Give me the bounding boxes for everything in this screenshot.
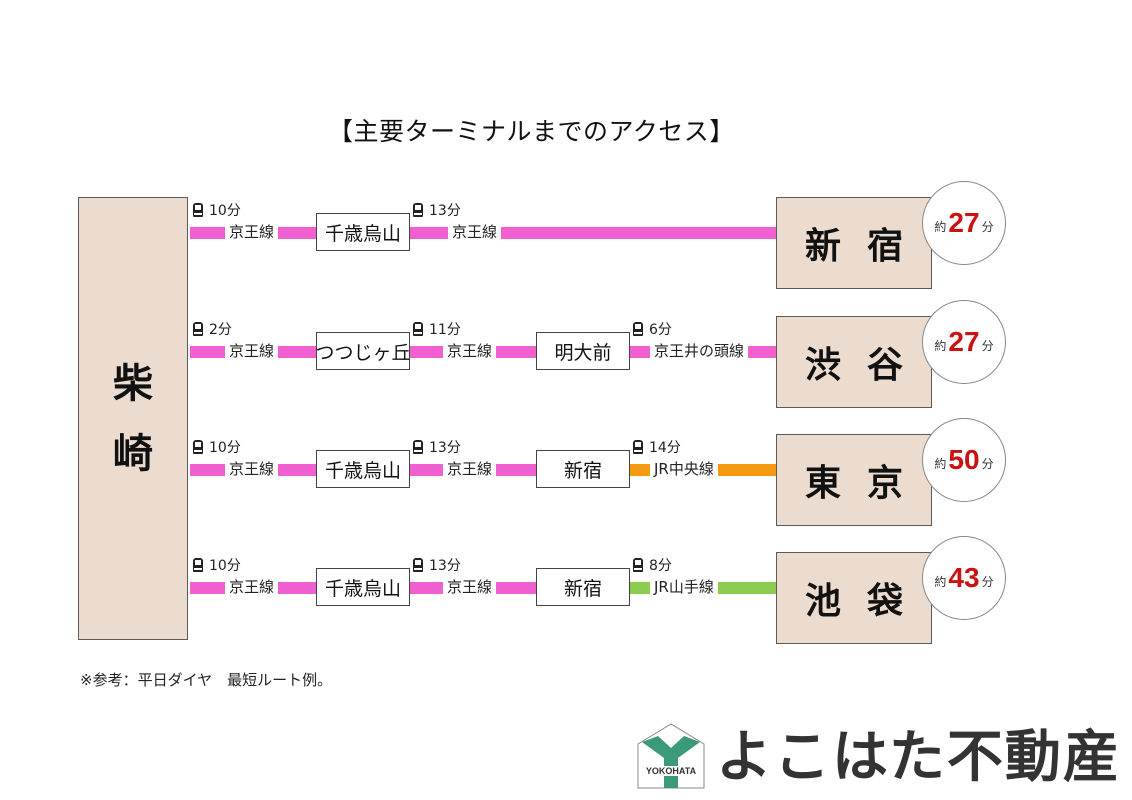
train-icon xyxy=(413,203,423,217)
line-name: 京王線 xyxy=(225,221,279,243)
leg-time-text: 10分 xyxy=(209,558,241,574)
logo-text: YOKOHATA xyxy=(646,766,697,776)
line-name: 京王線 xyxy=(448,221,502,243)
transfer-station: 新宿 xyxy=(536,568,630,606)
yokohata-logo-icon: YOKOHATA xyxy=(637,723,705,789)
leg-time-text: 13分 xyxy=(429,203,461,219)
reference-note: ※参考：平日ダイヤ 最短ルート例。 xyxy=(80,671,333,689)
destination-station: 新宿 xyxy=(776,197,932,289)
total-prefix: 約 xyxy=(934,219,947,234)
origin-station: 柴 崎 xyxy=(78,197,188,640)
line-name: 京王線 xyxy=(225,340,279,362)
total-unit: 分 xyxy=(981,574,994,589)
leg-time: 6分 xyxy=(633,319,672,339)
leg-time-text: 13分 xyxy=(429,440,461,456)
train-icon xyxy=(193,440,203,454)
brand-name: よこはた不動産 xyxy=(716,725,1121,790)
total-unit: 分 xyxy=(981,338,994,353)
leg-time-text: 14分 xyxy=(649,440,681,456)
line-name: 京王線 xyxy=(225,458,279,480)
leg-time-text: 10分 xyxy=(209,203,241,219)
transfer-station: 新宿 xyxy=(536,450,630,488)
train-icon xyxy=(413,558,423,572)
transfer-station: 千歳烏山 xyxy=(316,450,410,488)
line-name: JR中央線 xyxy=(650,458,718,480)
line-name: 京王線 xyxy=(225,576,279,598)
leg-time-text: 6分 xyxy=(649,322,672,338)
rail-segment xyxy=(410,227,776,239)
train-icon xyxy=(193,322,203,336)
transfer-station: 千歳烏山 xyxy=(316,213,410,251)
train-icon xyxy=(193,203,203,217)
train-icon xyxy=(193,558,203,572)
leg-time: 13分 xyxy=(413,200,461,220)
total-prefix: 約 xyxy=(934,574,947,589)
line-name: 京王線 xyxy=(443,340,497,362)
leg-time: 13分 xyxy=(413,555,461,575)
total-minutes: 27 xyxy=(948,207,980,238)
train-icon xyxy=(413,440,423,454)
leg-time-text: 13分 xyxy=(429,558,461,574)
total-minutes: 27 xyxy=(948,326,980,357)
origin-char: 柴 xyxy=(113,360,153,407)
total-minutes: 43 xyxy=(948,562,980,593)
leg-time: 10分 xyxy=(193,437,241,457)
train-icon xyxy=(413,322,423,336)
leg-time-text: 8分 xyxy=(649,558,672,574)
leg-time: 11分 xyxy=(413,319,461,339)
total-unit: 分 xyxy=(981,456,994,471)
leg-time: 8分 xyxy=(633,555,672,575)
total-prefix: 約 xyxy=(934,456,947,471)
origin-char: 崎 xyxy=(113,430,153,477)
transfer-station: 千歳烏山 xyxy=(316,568,410,606)
line-name: JR山手線 xyxy=(650,576,718,598)
train-icon xyxy=(633,558,643,572)
diagram-title: 【主要ターミナルまでのアクセス】 xyxy=(328,117,735,146)
leg-time-text: 10分 xyxy=(209,440,241,456)
leg-time-text: 11分 xyxy=(429,322,461,338)
leg-time: 10分 xyxy=(193,555,241,575)
transfer-station: つつじヶ丘 xyxy=(316,332,411,370)
line-name: 京王線 xyxy=(443,458,497,480)
leg-time: 14分 xyxy=(633,437,681,457)
total-minutes: 50 xyxy=(948,444,980,475)
leg-time: 10分 xyxy=(193,200,241,220)
destination-station: 池袋 xyxy=(776,552,932,644)
leg-time-text: 2分 xyxy=(209,322,232,338)
total-prefix: 約 xyxy=(934,338,947,353)
line-name: 京王井の頭線 xyxy=(650,340,749,362)
destination-station: 東京 xyxy=(776,434,932,526)
line-name: 京王線 xyxy=(443,576,497,598)
train-icon xyxy=(633,440,643,454)
train-icon xyxy=(633,322,643,336)
transfer-station: 明大前 xyxy=(536,332,630,370)
leg-time: 13分 xyxy=(413,437,461,457)
total-unit: 分 xyxy=(981,219,994,234)
destination-station: 渋谷 xyxy=(776,316,932,408)
leg-time: 2分 xyxy=(193,319,232,339)
